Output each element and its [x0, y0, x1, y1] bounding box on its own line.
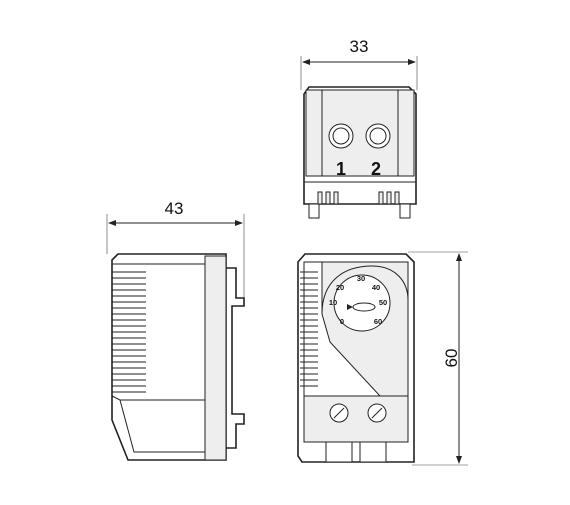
- top-width-dimension-label: 33: [350, 37, 369, 56]
- front-view-vents: [300, 271, 318, 387]
- front-view-outline: [297, 253, 415, 463]
- front-cable-entry-left: [325, 441, 353, 463]
- dial-mark-60: 60: [374, 317, 382, 326]
- front-terminal-2-slot: [371, 407, 383, 419]
- terminal-2-screw-icon: [369, 127, 387, 145]
- front-cable-entry-right: [359, 441, 387, 463]
- side-depth-dimension-label: 43: [165, 199, 184, 218]
- top-view-foot-left: [308, 203, 320, 219]
- top-view-foot-right: [399, 203, 411, 219]
- terminal-1-screw-icon: [332, 127, 350, 145]
- side-view-rail-clip: [226, 267, 245, 449]
- front-terminal-1-slot: [333, 407, 345, 419]
- top-view-vents-left: [317, 191, 339, 205]
- front-view-dial-arc: [321, 265, 409, 315]
- dial-knob-slot[interactable]: [352, 302, 376, 312]
- dial-mark-50: 50: [379, 298, 387, 307]
- dial-mark-20: 20: [336, 283, 344, 292]
- top-view-vents-right: [378, 191, 400, 205]
- top-view: 33 1 2: [300, 37, 418, 219]
- side-view-base-edge: [119, 399, 205, 453]
- front-height-dimension-label: 60: [442, 349, 461, 368]
- side-view-lower-edge: [111, 395, 205, 401]
- dial-mark-30: 30: [357, 274, 365, 283]
- side-view-outline: [111, 253, 227, 461]
- dial-mark-0: 0: [340, 317, 344, 326]
- dial-pointer-icon: [347, 304, 353, 310]
- side-view-cover-strip: [204, 255, 227, 461]
- terminal-1-label: 1: [336, 159, 346, 179]
- side-view-ribs: [112, 271, 146, 393]
- dial-mark-40: 40: [372, 283, 380, 292]
- terminal-2-label: 2: [371, 159, 381, 179]
- top-view-outline: [303, 86, 417, 205]
- dial-mark-10: 10: [329, 298, 337, 307]
- front-view-terminal-area: [303, 395, 409, 443]
- side-view: 43: [106, 199, 245, 461]
- top-view-upper-block: [305, 89, 415, 177]
- front-view: 60 30 20 40 10 50 0 60: [297, 251, 468, 466]
